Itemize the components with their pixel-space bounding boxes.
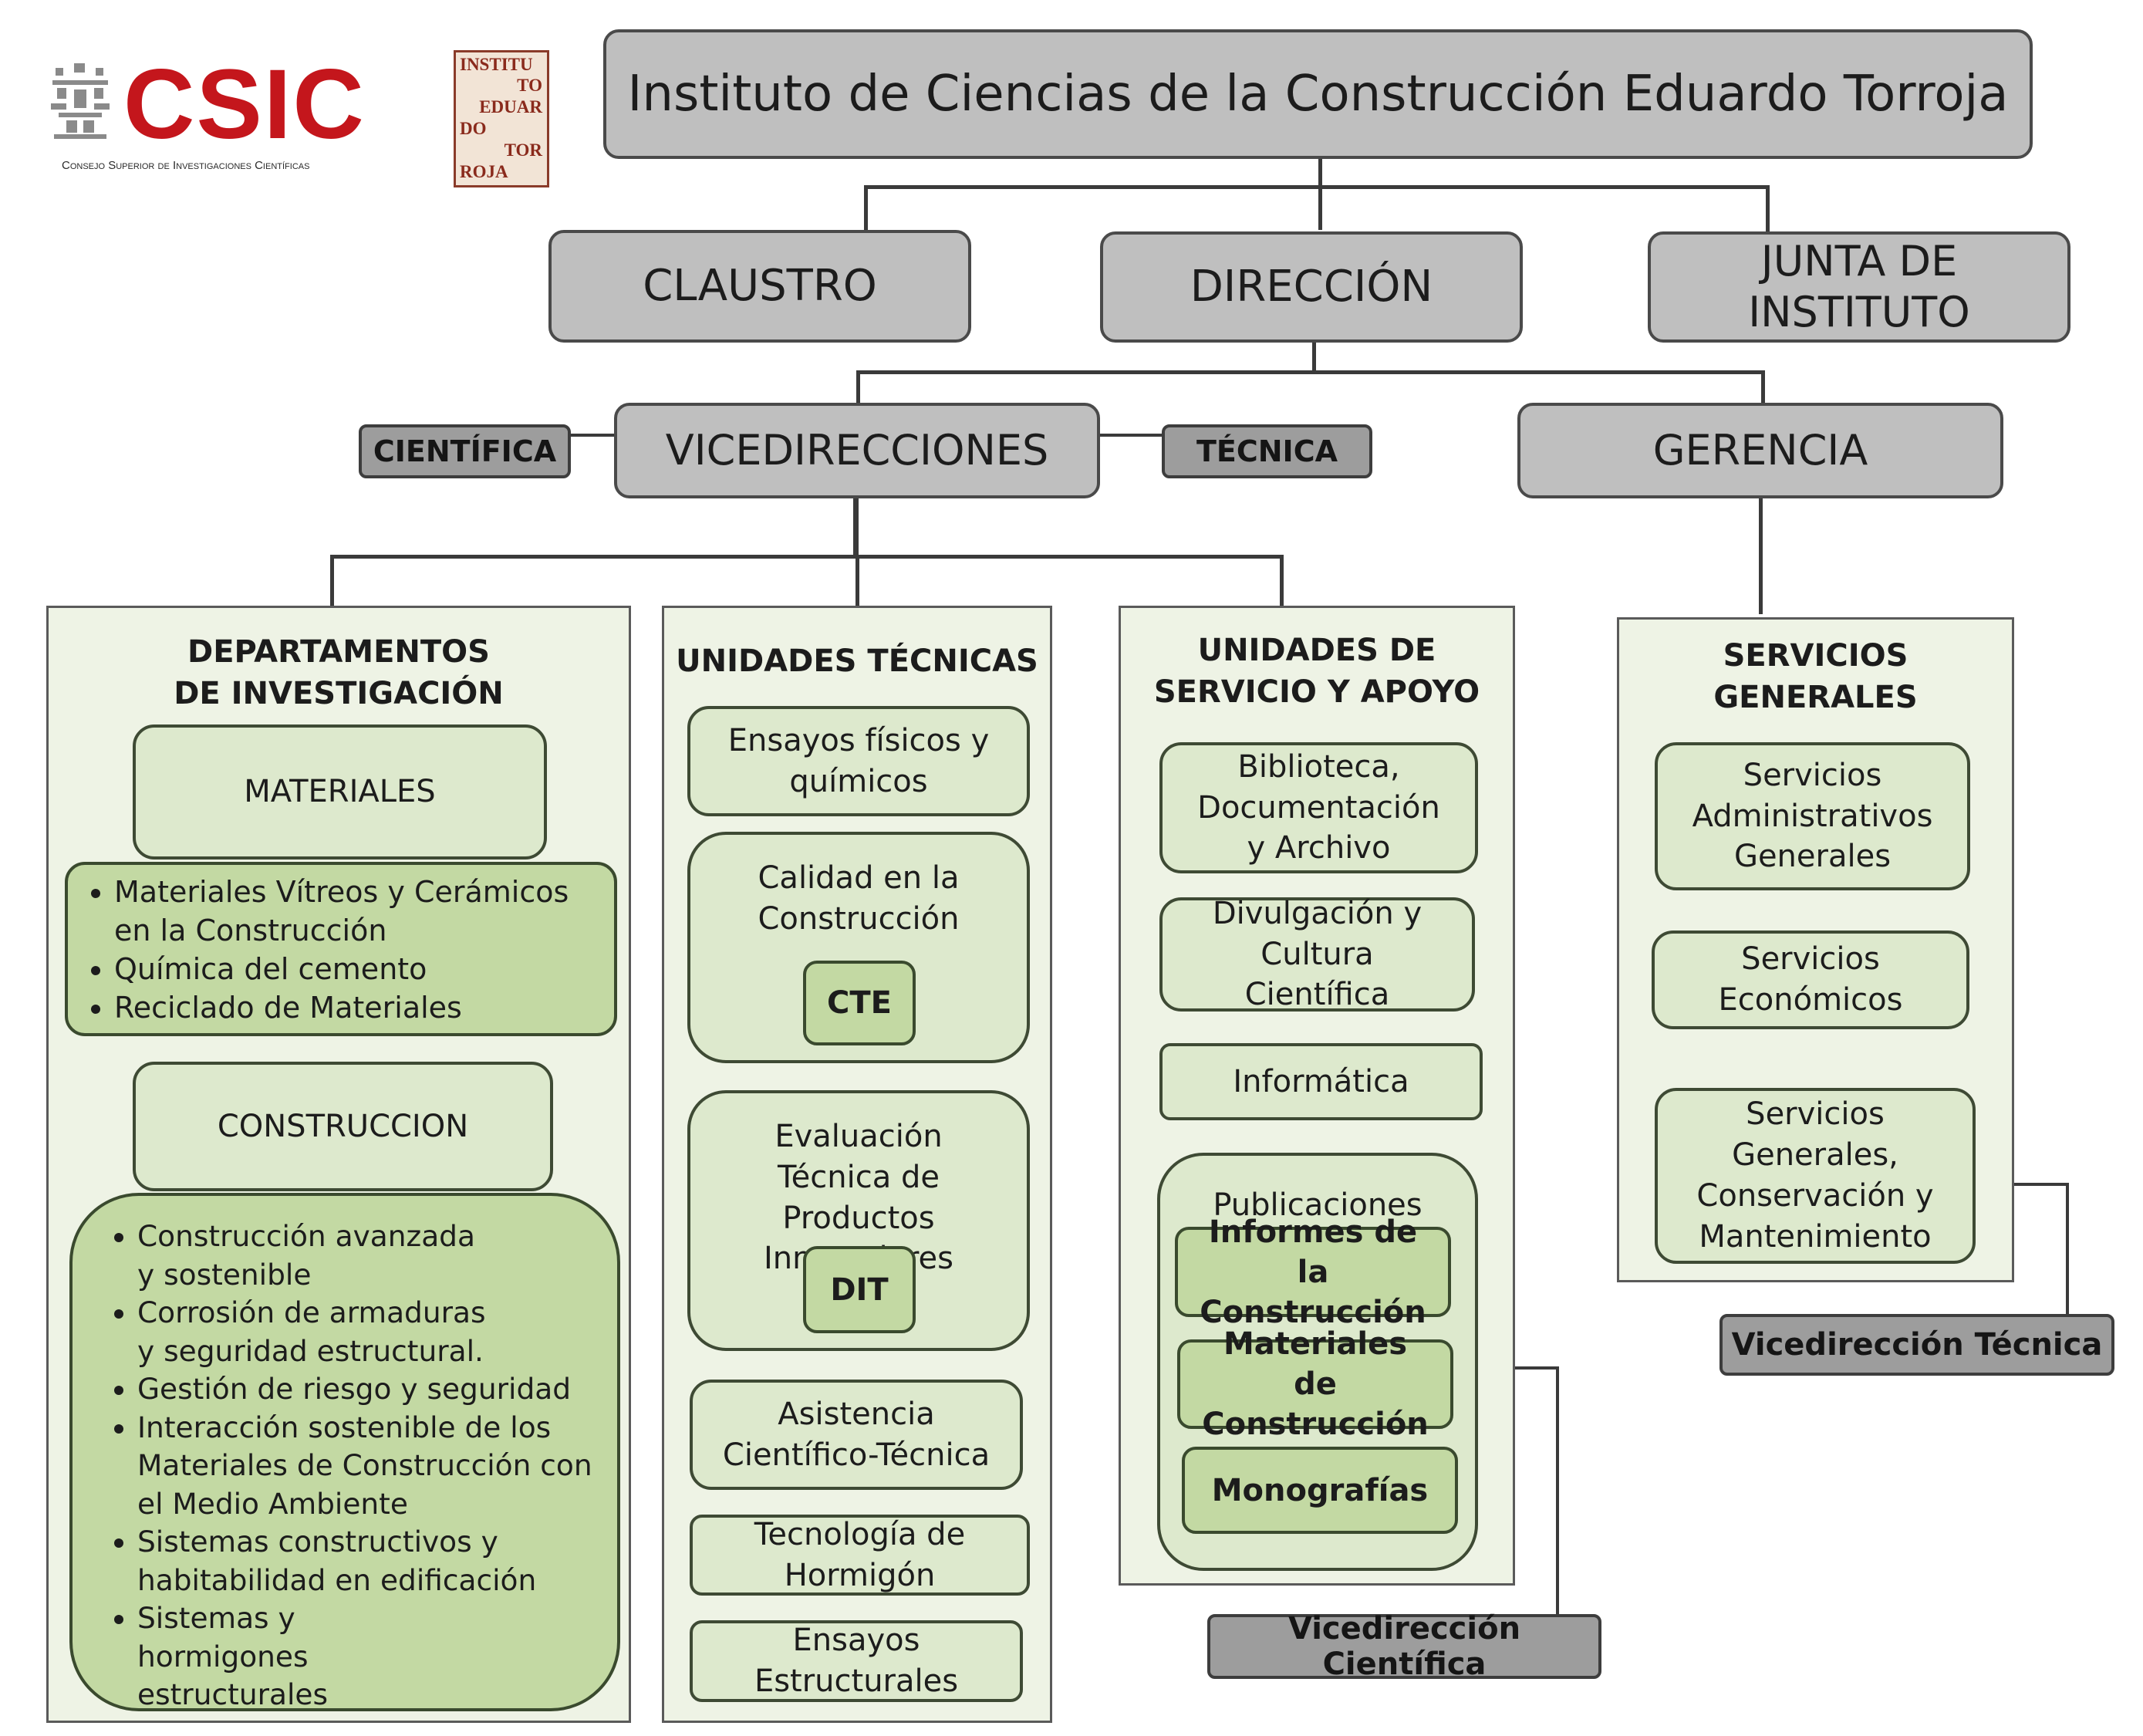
list-item: Reciclado de Materiales: [114, 988, 606, 1027]
logo-line-5: TOR: [504, 140, 542, 160]
vicedirecciones-box: VICEDIRECCIONES: [614, 403, 1100, 498]
conservacion-box: Servicios Generales, Conservación y Mant…: [1655, 1088, 1976, 1264]
logo-line-3: EDUAR: [479, 97, 542, 117]
dit-box: DIT: [803, 1246, 916, 1333]
tecnica-tag: TÉCNICA: [1162, 424, 1372, 478]
ietcc-logo: INSTITU TO EDUAR DO TOR ROJA: [454, 50, 549, 187]
asistencia-box: Asistencia Científico-Técnica: [690, 1380, 1023, 1490]
csic-wordmark: CSIC: [123, 49, 366, 160]
unidades-servicio-title: UNIDADES DE SERVICIO Y APOYO: [1153, 633, 1480, 710]
list-item: Corrosión de armaduras y seguridad estru…: [137, 1294, 606, 1370]
list-item: Química del cemento: [114, 950, 606, 988]
institute-title: Instituto de Ciencias de la Construcción…: [603, 29, 2033, 159]
cte-box: CTE: [803, 961, 916, 1045]
logo-line-1: INSTITU: [460, 55, 533, 74]
unidades-tecnicas-title: UNIDADES TÉCNICAS: [676, 643, 1038, 679]
servicios-generales-title: SERVICIOS GENERALES: [1713, 638, 1918, 715]
vicedireccion-tecnica-tag: Vicedirección Técnica: [1719, 1314, 2114, 1376]
informatica-box: Informática: [1159, 1043, 1483, 1120]
informes-box: Informes de la Construcción: [1175, 1214, 1451, 1330]
ensayos-fisicos-box: Ensayos físicos y químicos: [687, 706, 1030, 816]
list-item: Sistemas y hormigones estructurales: [137, 1599, 606, 1714]
departamentos-title: DEPARTAMENTOS DE INVESTIGACIÓN: [174, 634, 504, 711]
calidad-label: Calidad en la Construcción: [758, 860, 960, 937]
csic-logo: CSIC Consejo Superior de Investigaciones…: [48, 56, 426, 184]
materiales-box: MATERIALES: [133, 724, 547, 860]
logo-line-6: ROJA: [460, 162, 508, 181]
csic-emblem-icon: [51, 63, 110, 139]
logo-line-4: DO: [460, 119, 487, 138]
list-item: Gestión de riesgo y seguridad: [137, 1370, 606, 1409]
administrativos-box: Servicios Administrativos Generales: [1655, 742, 1970, 890]
direccion-box: DIRECCIÓN: [1100, 231, 1523, 343]
claustro-box: CLAUSTRO: [548, 230, 971, 343]
logo-line-2: TO: [517, 76, 542, 95]
hormigon-box: Tecnología de Hormigón: [690, 1515, 1030, 1596]
monografias-box: Monografías: [1182, 1447, 1458, 1534]
divulgacion-box: Divulgación y Cultura Científica: [1159, 896, 1475, 1012]
vicedireccion-cientifica-tag: Vicedirección Científica: [1207, 1611, 1601, 1682]
list-item: Sistemas constructivos y habitabilidad e…: [137, 1523, 606, 1599]
list-item: Construcción avanzada y sostenible: [137, 1218, 606, 1294]
biblioteca-box: Biblioteca, Documentación y Archivo: [1159, 742, 1478, 873]
list-item: Interacción sostenible de los Materiales…: [137, 1409, 606, 1524]
csic-subtitle: Consejo Superior de Investigaciones Cien…: [62, 159, 310, 172]
cientifica-tag: CIENTÍFICA: [359, 424, 571, 478]
materiales-construccion-box: Materiales de Construcción: [1177, 1326, 1453, 1442]
construccion-list: Construcción avanzada y sostenible Corro…: [69, 1193, 620, 1711]
ensayos-estructurales-box: Ensayos Estructurales: [690, 1620, 1023, 1702]
materiales-list: Materiales Vítreos y Cerámicos en la Con…: [65, 862, 617, 1036]
junta-box: JUNTA DE INSTITUTO: [1648, 231, 2070, 343]
publicaciones-label: Publicaciones: [1213, 1187, 1422, 1223]
gerencia-box: GERENCIA: [1517, 403, 2003, 498]
construccion-box: CONSTRUCCION: [133, 1062, 553, 1191]
economicos-box: Servicios Económicos: [1652, 930, 1969, 1029]
list-item: Materiales Vítreos y Cerámicos en la Con…: [114, 873, 606, 950]
